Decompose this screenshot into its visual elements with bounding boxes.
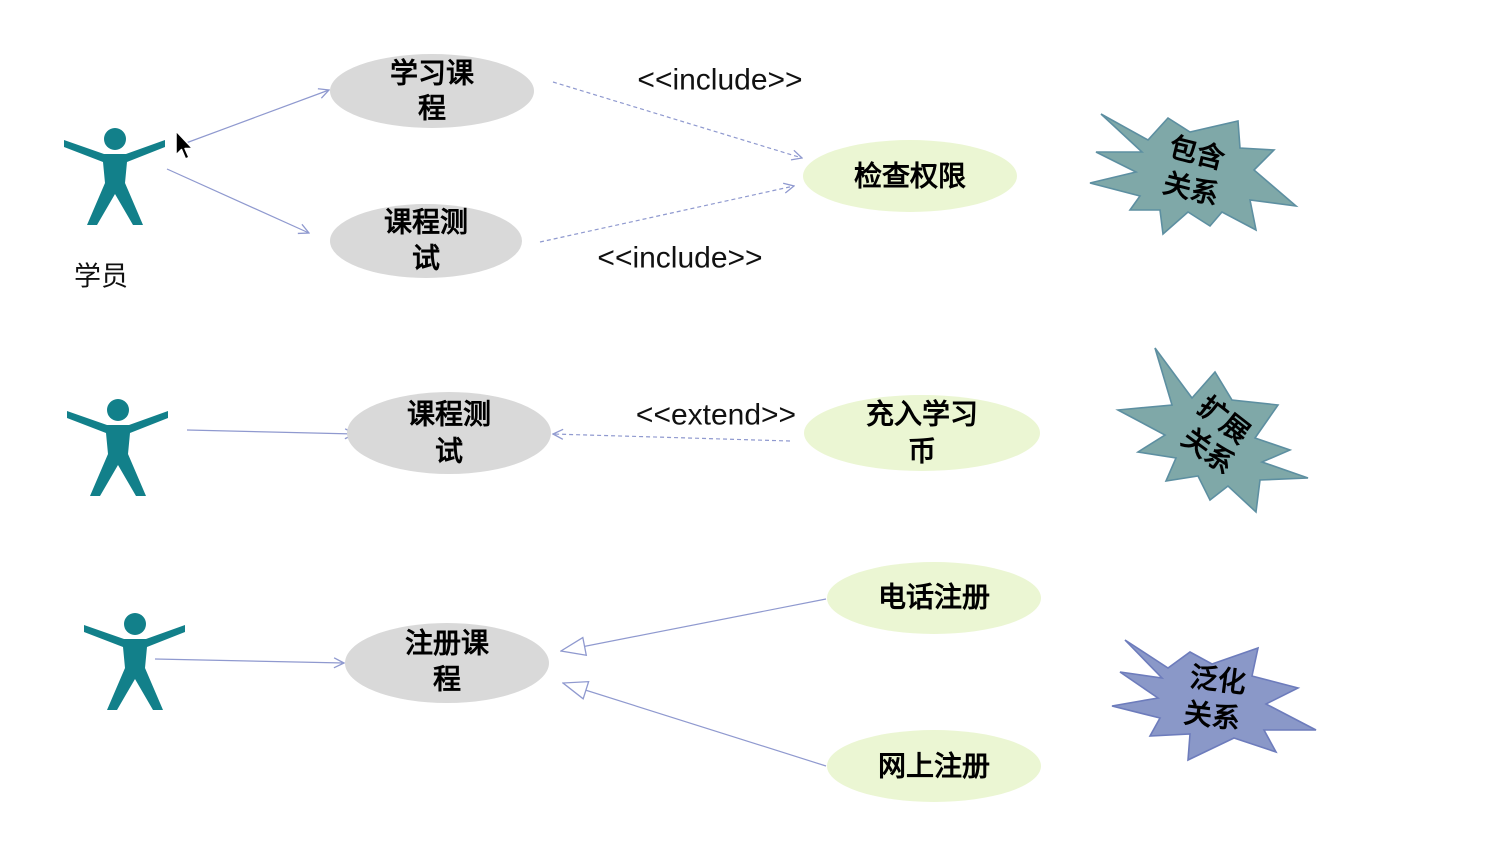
use-case-recharge-coins: 充入学习 币 xyxy=(804,395,1040,471)
burst-label: 泛化 xyxy=(1188,660,1248,700)
generalization-line xyxy=(563,683,827,767)
use-case-ellipse xyxy=(345,623,549,703)
actor-label: 学员 xyxy=(74,262,128,293)
include-dependency-line xyxy=(552,81,802,158)
generalization-section: 注册课 程 电话注册 网上注册 泛化 关系 xyxy=(84,562,1317,802)
use-case-label: 电话注册 xyxy=(878,581,990,614)
use-case-ellipse xyxy=(330,54,534,128)
actor-figure xyxy=(67,399,168,496)
extend-section: 课程测 试 充入学习 币 <<extend>> 扩展 关系 xyxy=(67,347,1309,514)
association-line xyxy=(186,430,355,434)
extend-stereotype-label: <<extend>> xyxy=(636,399,796,432)
generalization-relation-burst: 泛化 关系 xyxy=(1111,639,1317,762)
use-case-course-test: 课程测 试 xyxy=(330,204,522,278)
use-case-ellipse xyxy=(803,140,1017,212)
use-case-course-test: 课程测 试 xyxy=(347,392,551,474)
extend-relation-burst: 扩展 关系 xyxy=(1115,347,1309,514)
actor-head xyxy=(107,399,129,421)
use-case-label: 程 xyxy=(418,92,446,125)
use-case-label: 试 xyxy=(412,242,440,275)
use-case-label: 程 xyxy=(433,663,461,696)
use-case-label: 币 xyxy=(908,435,936,468)
actor-head xyxy=(124,613,146,635)
starburst-shape xyxy=(1111,639,1317,762)
include-relation-burst: 包含 关系 xyxy=(1089,113,1299,236)
use-case-online-register: 网上注册 xyxy=(827,730,1041,802)
use-case-ellipse xyxy=(827,562,1041,634)
starburst-shape xyxy=(1115,347,1309,514)
starburst-shape xyxy=(1089,113,1299,236)
generalization-line xyxy=(561,598,827,651)
use-case-label: 检查权限 xyxy=(854,160,966,193)
use-case-ellipse xyxy=(347,392,551,474)
association-line xyxy=(154,659,344,663)
actor-body xyxy=(67,411,168,496)
use-case-label: 充入学习 xyxy=(866,398,978,431)
include-stereotype-label: <<include>> xyxy=(597,242,762,275)
use-case-phone-register: 电话注册 xyxy=(827,562,1041,634)
actor-body xyxy=(84,625,185,710)
mouse-pointer-icon xyxy=(175,130,194,160)
actor-head xyxy=(104,128,126,150)
use-case-study-course: 学习课 程 xyxy=(330,54,534,128)
use-case-label: 学习课 xyxy=(390,57,475,90)
burst-label: 关系 xyxy=(1182,696,1242,736)
use-case-ellipse xyxy=(827,730,1041,802)
mouse-pointer-shape xyxy=(175,130,194,160)
association-line xyxy=(185,90,329,144)
association-line xyxy=(166,168,309,233)
use-case-label: 试 xyxy=(435,435,463,468)
extend-dependency-line xyxy=(553,434,791,442)
include-stereotype-label: <<include>> xyxy=(637,64,802,97)
use-case-label: 注册课 xyxy=(405,627,490,660)
use-case-ellipse xyxy=(804,395,1040,471)
actor-student xyxy=(64,128,165,225)
include-dependency-line xyxy=(539,186,794,243)
include-section: 学员 学习课 程 课程测 试 检查权限 <<include>> <<includ… xyxy=(64,54,1299,293)
use-case-ellipse xyxy=(330,204,522,278)
use-case-label: 课程测 xyxy=(407,398,491,431)
use-case-register-course: 注册课 程 xyxy=(345,623,549,703)
actor-figure xyxy=(84,613,185,710)
use-case-label: 网上注册 xyxy=(878,750,990,783)
use-case-label: 课程测 xyxy=(384,206,468,239)
actor-body xyxy=(64,140,165,225)
use-case-check-permission: 检查权限 xyxy=(803,140,1017,212)
